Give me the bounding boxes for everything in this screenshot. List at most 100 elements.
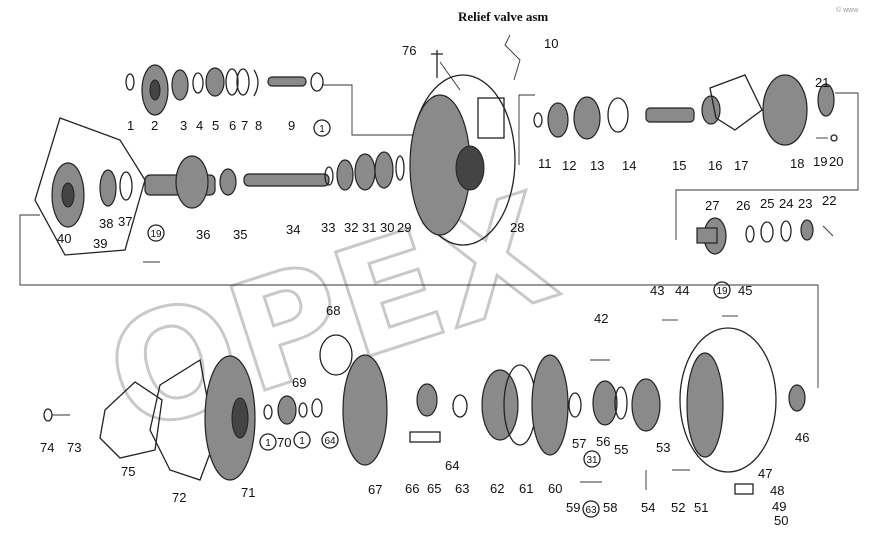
part-75-plate [99, 381, 163, 459]
part-46-seal [788, 384, 806, 412]
callout-11: 11 [538, 156, 552, 171]
callout-50: 50 [774, 513, 788, 528]
callout-1: 1 [127, 118, 134, 133]
callout-32: 32 [344, 220, 358, 235]
part-1-ring [125, 73, 135, 91]
callout-45: 45 [738, 283, 752, 298]
part-6-ring [225, 68, 239, 96]
callout-12: 12 [562, 158, 576, 173]
callout-73: 73 [67, 440, 81, 455]
top-row-parts [125, 50, 838, 246]
part-1-ring-lower [263, 404, 273, 420]
watermark-copyright: © www [836, 6, 859, 14]
callout-49: 49 [772, 499, 786, 514]
part-74-nut [43, 408, 53, 422]
callout-48: 48 [770, 483, 784, 498]
part-30-gear [374, 151, 394, 189]
part-53-gear [631, 378, 661, 432]
bottom-row-parts [43, 315, 806, 495]
part-11-ring [533, 112, 543, 128]
callout-20: 20 [829, 154, 843, 169]
callout-10: 10 [544, 36, 558, 51]
part-63-ring [452, 394, 468, 418]
callout-58: 58 [603, 500, 617, 515]
callout-13: 13 [590, 158, 604, 173]
connection-lines [19, 34, 859, 388]
svg-text:19: 19 [150, 229, 162, 240]
callout-34: 34 [286, 222, 300, 237]
callout-72: 72 [172, 490, 186, 505]
part-13-gear [573, 96, 601, 140]
part-7-ring [236, 68, 250, 96]
part-17-gasket [709, 74, 763, 131]
part-29-ring [395, 155, 405, 181]
callout-37: 37 [118, 214, 132, 229]
part-16-seal [701, 95, 721, 125]
circled-ref-1: 1 [259, 433, 277, 451]
svg-text:1: 1 [299, 436, 305, 447]
callout-9: 9 [288, 118, 295, 133]
part-31-gear [354, 153, 376, 191]
callout-43: 43 [650, 283, 664, 298]
part-55-ring [614, 386, 628, 420]
part-48-plate [734, 483, 754, 495]
part-70-gear [277, 395, 297, 425]
callout-18: 18 [790, 156, 804, 171]
part-56-bearing [592, 380, 618, 426]
callout-14: 14 [622, 158, 636, 173]
part-35-bearing [219, 168, 237, 196]
part-18-cover [762, 74, 808, 146]
callout-24: 24 [779, 196, 793, 211]
callout-8: 8 [255, 118, 262, 133]
callout-69: 69 [292, 375, 306, 390]
part-32-bearing [336, 159, 354, 191]
callout-56: 56 [596, 434, 610, 449]
part-24-ring [780, 220, 792, 242]
callout-39: 39 [93, 236, 107, 251]
part-22-pin [822, 225, 834, 237]
part-69-ring [311, 398, 323, 418]
callout-68: 68 [326, 303, 340, 318]
circled-ref-19: 19 [713, 281, 731, 299]
callout-2: 2 [151, 118, 158, 133]
part-47-housing [679, 327, 777, 473]
callout-65: 65 [427, 481, 441, 496]
callout-59: 59 [566, 500, 580, 515]
part-72-plate [149, 358, 216, 481]
callout-42: 42 [594, 311, 608, 326]
part-38-bearing [99, 169, 117, 207]
callout-35: 35 [233, 227, 247, 242]
callout-44: 44 [675, 283, 689, 298]
callout-7: 7 [241, 118, 248, 133]
part-62-gear [481, 369, 519, 441]
part-o-ring [310, 72, 324, 92]
part-71-housing [204, 355, 256, 481]
callout-61: 61 [519, 481, 533, 496]
callout-28: 28 [510, 220, 524, 235]
part-12-bearing [547, 102, 569, 138]
part-60-stator [531, 354, 569, 456]
part-67-gear [342, 354, 388, 466]
callout-27: 27 [705, 198, 719, 213]
relief-valve-title: Relief valve asm [458, 9, 548, 24]
part-37-ring [119, 171, 133, 201]
part-65-plate [409, 431, 441, 443]
svg-text:64: 64 [324, 436, 336, 447]
part-14-ring [607, 97, 629, 133]
callout-38: 38 [99, 216, 113, 231]
part-8-snap-ring [253, 69, 259, 97]
part-57-ring [568, 392, 582, 418]
part-39-gasket [34, 117, 146, 256]
part-5-bearing [205, 67, 225, 97]
circled-ref-31: 31 [583, 450, 601, 468]
callout-23: 23 [798, 196, 812, 211]
callout-31: 31 [362, 220, 376, 235]
circled-ref-19: 19 [147, 224, 165, 242]
callout-4: 4 [196, 118, 203, 133]
callout-57: 57 [572, 436, 586, 451]
callout-75: 75 [121, 464, 135, 479]
callout-63: 63 [455, 481, 469, 496]
part-3-bearing [171, 69, 189, 101]
